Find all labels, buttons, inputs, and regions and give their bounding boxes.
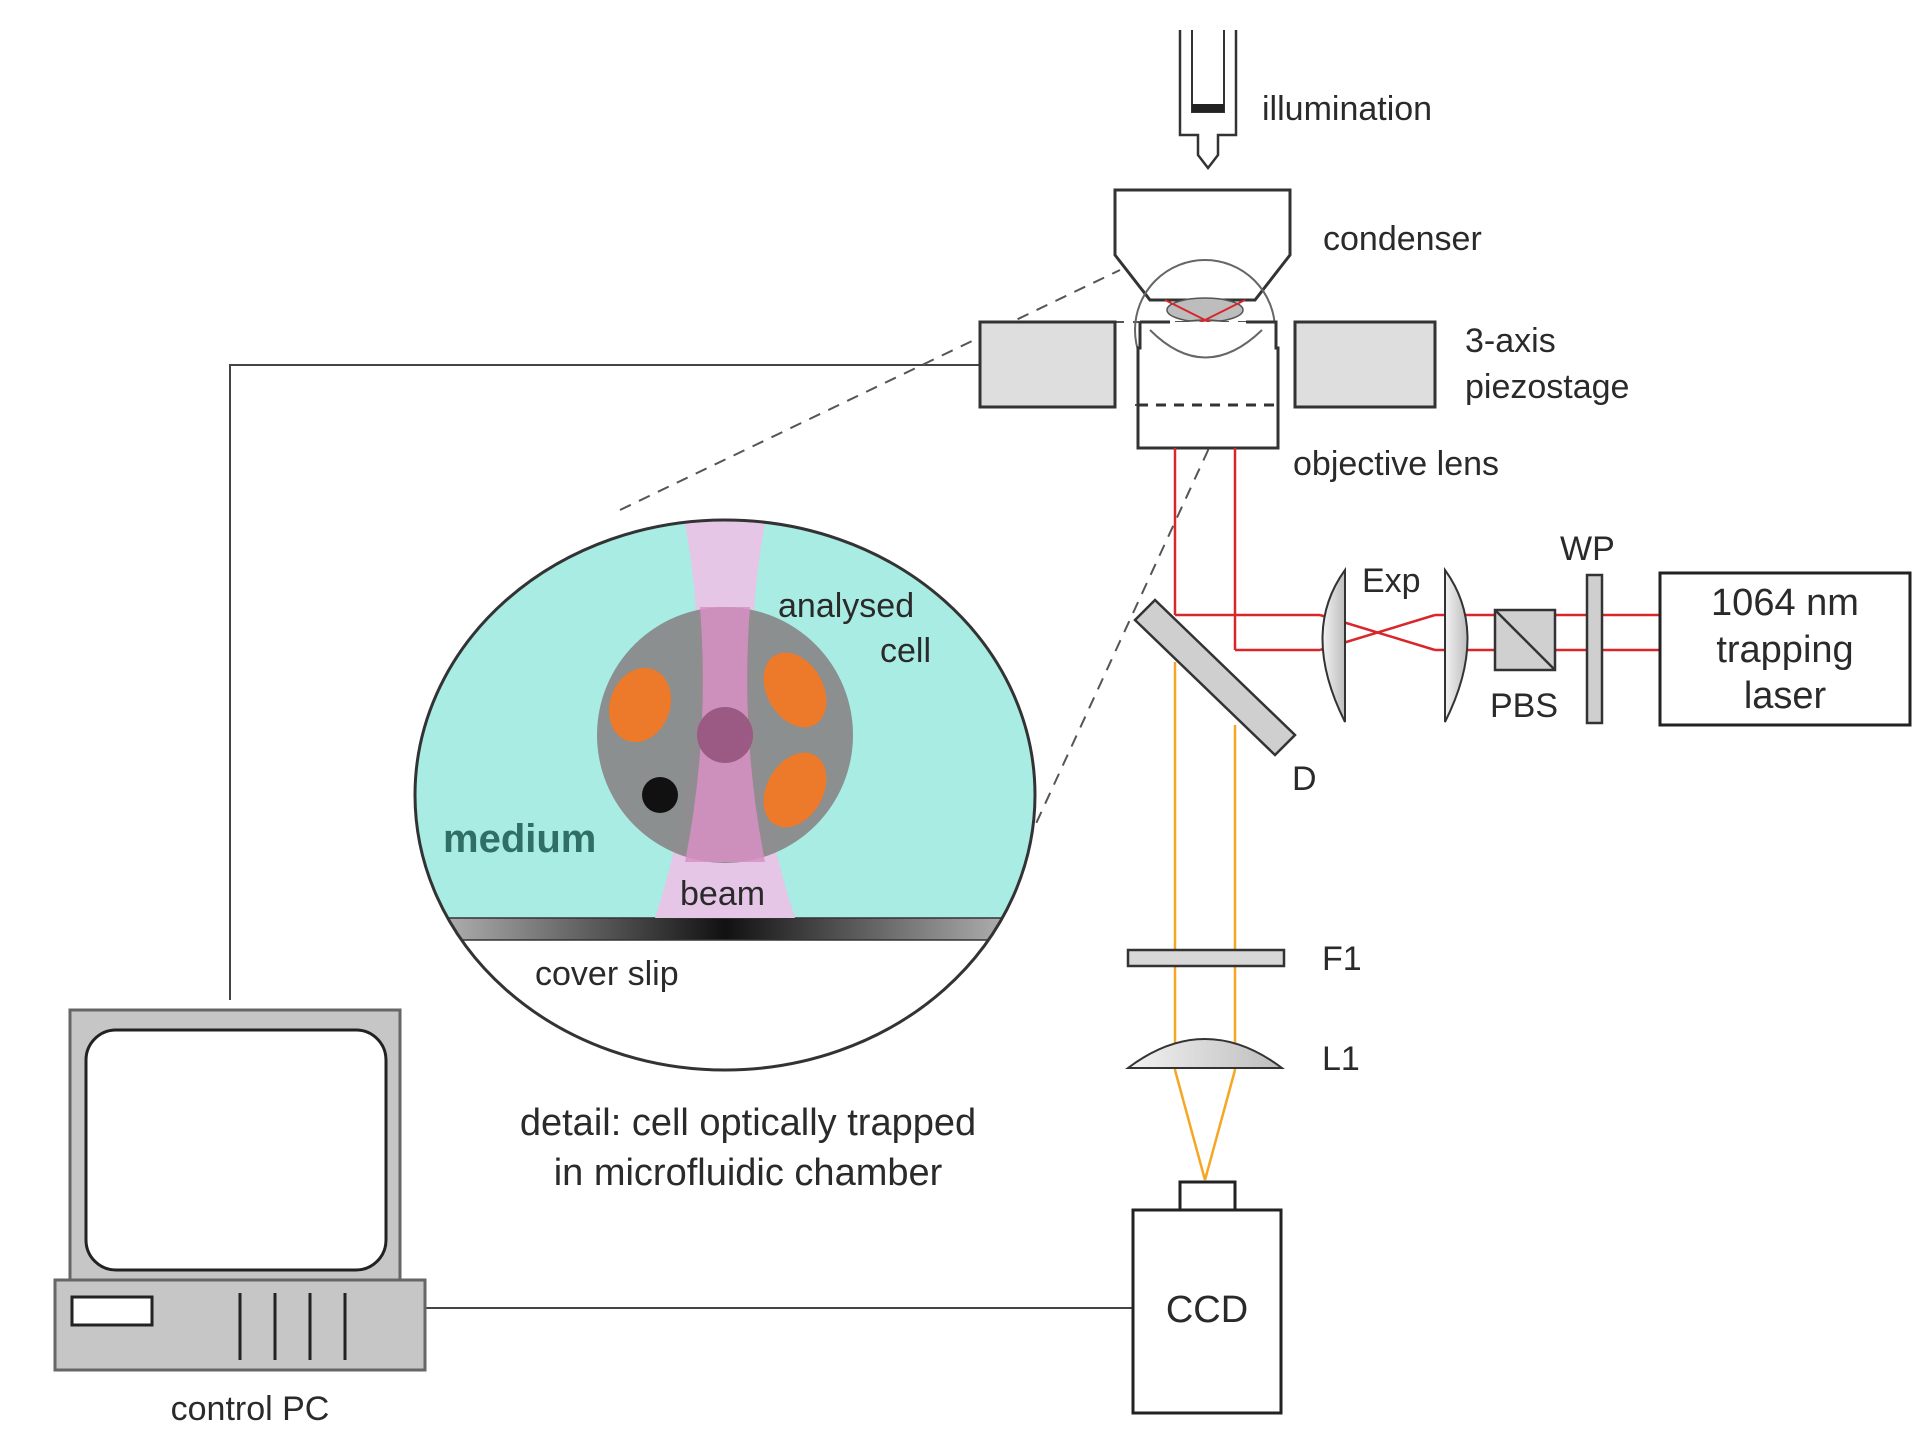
- expander-label: Exp: [1362, 562, 1421, 600]
- detail-caption-line2: in microfluidic chamber: [554, 1152, 943, 1194]
- control-pc-label: control PC: [171, 1390, 330, 1428]
- ccd-label: CCD: [1166, 1289, 1248, 1331]
- dichroic-label: D: [1292, 760, 1317, 798]
- laser-label-line3: laser: [1744, 675, 1827, 717]
- pc-to-piezostage-cable: [229, 364, 980, 1000]
- ccd-camera-body: [1131, 1208, 1283, 1415]
- pbs-label: PBS: [1490, 687, 1558, 725]
- cover-slip-label: cover slip: [535, 955, 679, 993]
- imaging-light-path: [1173, 662, 1237, 1181]
- wp-label: WP: [1560, 530, 1615, 568]
- condenser-label: condenser: [1323, 220, 1482, 258]
- cover-slip-region: [415, 940, 1035, 1070]
- expander-lens-2: [1444, 566, 1469, 723]
- illumination-label: illumination: [1262, 90, 1432, 128]
- polarizing-beam-splitter: [1493, 608, 1557, 672]
- wave-plate: [1585, 573, 1604, 725]
- piezostage-left-block: [978, 320, 1117, 409]
- laser-label-line2: trapping: [1716, 629, 1853, 671]
- lens-l1: [1125, 1038, 1285, 1069]
- detail-caption-line1: detail: cell optically trapped: [520, 1102, 976, 1144]
- illumination-lamp-icon: [1178, 30, 1238, 171]
- organelle: [763, 752, 827, 828]
- analysed-cell-label-line1: analysed: [778, 587, 914, 625]
- trapped-particle: [642, 777, 678, 813]
- detail-inset-outline: [413, 518, 1037, 1072]
- detail-inset: [415, 520, 1035, 1070]
- piezostage-label-line2: piezostage: [1465, 368, 1629, 406]
- control-pc-icon: [53, 1008, 427, 1372]
- analysed-cell-label-line2: cell: [880, 632, 931, 670]
- cover-slip: [415, 917, 1035, 941]
- trapping-laser-box: [1658, 571, 1912, 727]
- medium-label: medium: [443, 817, 596, 861]
- dichroic-mirror: [1133, 598, 1297, 757]
- piezostage-label-line1: 3-axis: [1465, 322, 1556, 360]
- ccd-sensor-window: [1178, 1180, 1237, 1212]
- beam-label: beam: [680, 875, 765, 913]
- cell-nucleus: [697, 707, 753, 763]
- organelle: [763, 652, 827, 728]
- expander-lens-1: [1321, 566, 1346, 723]
- objective-lens-label: objective lens: [1293, 445, 1499, 483]
- lens-label: L1: [1322, 1040, 1360, 1078]
- objective-lens-icon: [1136, 320, 1280, 450]
- laser-label-line1: 1064 nm: [1711, 582, 1859, 624]
- filter-f1: [1126, 948, 1286, 968]
- filter-label: F1: [1322, 940, 1362, 978]
- condenser-icon: [1113, 188, 1292, 302]
- organelle: [608, 667, 672, 743]
- piezostage-right-block: [1293, 320, 1437, 409]
